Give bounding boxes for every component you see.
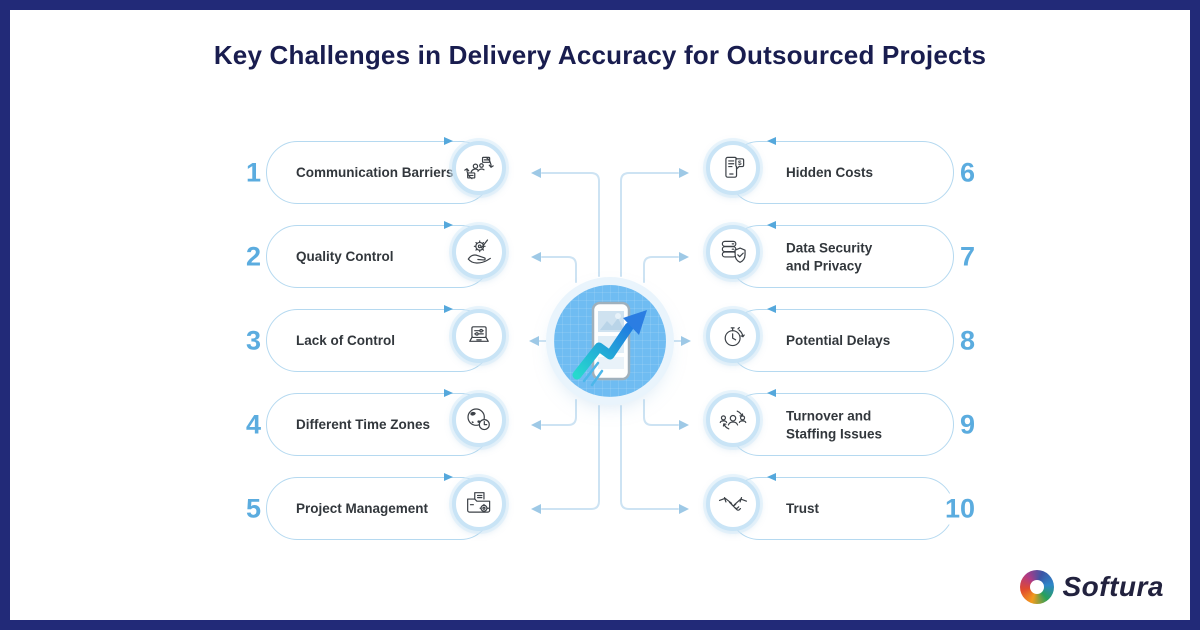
pill-arrow-tip (767, 137, 776, 145)
communication-barriers-icon (452, 141, 506, 195)
pill-arrow-tip (444, 137, 453, 145)
item-number: 6 (954, 157, 980, 189)
challenge-item-trust: 10 Trust (700, 473, 980, 542)
item-number: 1 (241, 157, 267, 189)
pill-arrow-tip (767, 473, 776, 481)
challenge-item-hidden-costs: 6 Hidden Costs $ (700, 137, 980, 206)
stopwatch-icon (706, 309, 760, 363)
item-label: Lack of Control (296, 333, 396, 349)
item-label: Trust (786, 501, 820, 517)
item-label: Communication Barriers (296, 165, 454, 181)
item-label: Turnover and Staffing Issues (786, 408, 883, 441)
challenge-item-turnover-and-staffing-issues: 9 Turnover and Staffing Issues (700, 389, 980, 458)
challenge-item-different-time-zones: 4 Different Time Zones (241, 389, 520, 458)
handshake-icon (706, 477, 760, 531)
challenge-item-potential-delays: 8 Potential Delays (700, 305, 980, 374)
item-label: Data Security and Privacy (786, 240, 873, 273)
pill-arrow-tip (444, 389, 453, 397)
item-label: Different Time Zones (296, 417, 431, 433)
pill-arrow-tip (767, 389, 776, 397)
central-hub (554, 285, 666, 397)
item-number: 2 (241, 241, 267, 273)
svg-text:$: $ (738, 160, 742, 167)
hand-gear-quality-icon (452, 225, 506, 279)
brand-name: Softura (1062, 571, 1164, 602)
item-label: Hidden Costs (786, 165, 874, 181)
challenge-item-project-management: 5 Project Management (241, 473, 520, 542)
item-label: Quality Control (296, 249, 394, 265)
challenge-item-data-security-and-privacy: 7 Data Security and Privacy (700, 221, 980, 290)
page-title: Key Challenges in Delivery Accuracy for … (213, 40, 987, 70)
phone-growth-arrow-icon (572, 301, 647, 387)
brand-logo: Softura (1019, 570, 1165, 604)
staff-rotation-icon (706, 393, 760, 447)
item-number: 3 (241, 325, 267, 357)
invoice-dollar-icon: $ (706, 141, 760, 195)
pill-arrow-tip (444, 305, 453, 313)
globe-clock-icon (452, 393, 506, 447)
connector-lines (529, 168, 691, 514)
challenge-item-communication-barriers: 1 Communication Barriers (241, 137, 520, 206)
folder-document-gear-icon (452, 477, 506, 531)
item-number: 8 (954, 325, 980, 357)
challenge-item-lack-of-control: 3 Lack of Control (241, 305, 520, 374)
item-number: 4 (241, 409, 267, 441)
pill-arrow-tip (444, 221, 453, 229)
laptop-settings-icon (452, 309, 506, 363)
softura-swirl-icon (1019, 570, 1054, 604)
database-shield-icon (706, 225, 760, 279)
item-label: Potential Delays (786, 333, 891, 349)
pill-arrow-tip (444, 473, 453, 481)
pill-arrow-tip (767, 305, 776, 313)
item-number: 5 (241, 493, 267, 525)
challenge-item-quality-control: 2 Quality Control (241, 221, 520, 290)
item-number: 7 (954, 241, 980, 273)
item-number: 9 (954, 409, 980, 441)
item-number: 10 (939, 493, 980, 525)
item-label: Project Management (296, 501, 429, 517)
pill-arrow-tip (767, 221, 776, 229)
